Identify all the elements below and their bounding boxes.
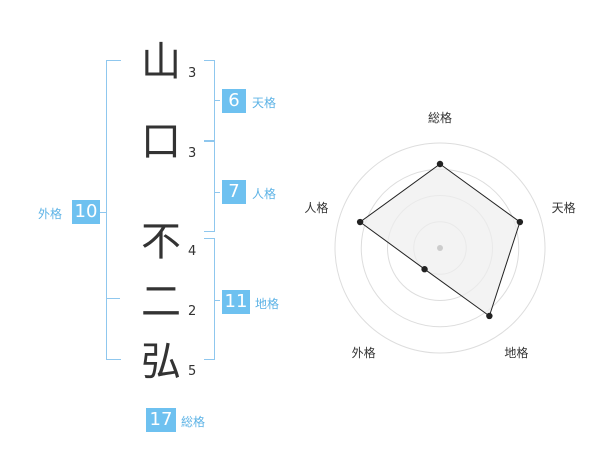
soukaku-label: 総格	[181, 415, 206, 429]
jinkaku-value-badge: 7	[222, 180, 246, 204]
jinkaku-bracket	[204, 140, 215, 232]
gaikaku-connector	[100, 212, 107, 213]
radar-center-dot	[437, 245, 443, 251]
radar-point	[486, 312, 493, 320]
chikaku-connector	[214, 300, 220, 301]
name-char-3: 不	[141, 219, 181, 265]
stroke-count-4: 2	[188, 304, 197, 319]
chikaku-value-badge: 11	[222, 290, 250, 314]
name-char-1: 山	[141, 39, 181, 85]
radar-axis-label-soukaku: 総格	[427, 111, 453, 125]
chikaku-label: 地格	[255, 297, 280, 311]
name-char-5: 弘	[141, 339, 181, 385]
radar-point	[421, 266, 428, 273]
gaikaku-divider	[106, 298, 120, 299]
gaikaku-value-badge: 10	[72, 200, 100, 224]
chikaku-bracket	[204, 238, 215, 360]
stroke-count-3: 4	[188, 244, 197, 259]
radar-polygon	[359, 163, 521, 317]
tenkaku-connector	[214, 100, 220, 101]
radar-axis-label-jinkaku: 人格	[304, 200, 329, 215]
gaikaku-label: 外格	[38, 207, 63, 221]
name-char-4: 二	[141, 279, 181, 325]
radar-axis-label-chikaku: 地格	[504, 346, 529, 361]
radar-points	[356, 160, 524, 320]
soukaku-value-badge: 17	[146, 408, 176, 432]
radar-axis-label-tenkaku: 天格	[551, 200, 576, 215]
jinkaku-label: 人格	[252, 187, 277, 201]
stroke-count-1: 3	[188, 66, 197, 81]
radar-point	[436, 160, 444, 168]
gaikaku-bracket	[106, 60, 121, 360]
stroke-count-5: 5	[188, 364, 197, 379]
jinkaku-connector	[214, 192, 220, 193]
tenkaku-label: 天格	[252, 96, 277, 110]
tenkaku-value-badge: 6	[222, 89, 246, 113]
radar-point	[356, 218, 364, 226]
radar-point	[516, 218, 524, 226]
tenkaku-bracket	[204, 60, 215, 142]
stroke-count-2: 3	[188, 146, 197, 161]
radar-axis-label-gaikaku: 外格	[351, 346, 376, 361]
name-char-2: 口	[141, 119, 181, 165]
